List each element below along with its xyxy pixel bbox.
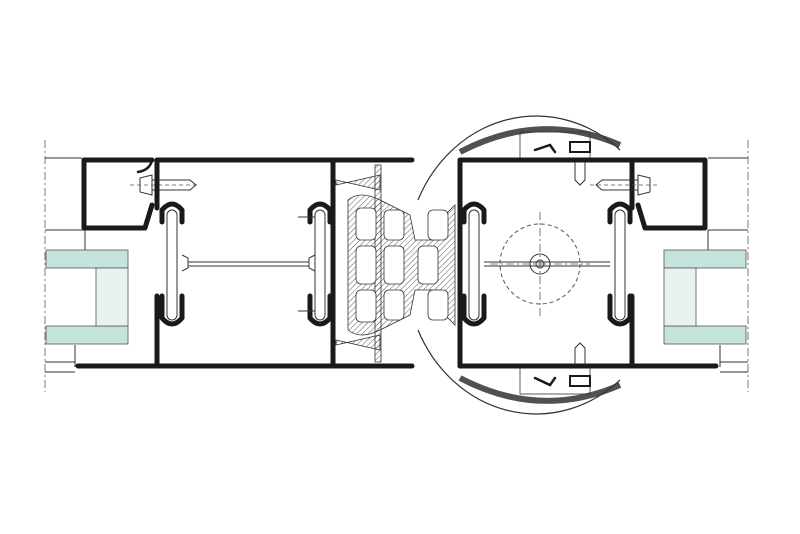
round-cover-profile — [417, 115, 622, 415]
left-clip-pair-outer — [159, 201, 189, 327]
right-clip-pair-outer — [607, 201, 633, 327]
cover-fasteners — [574, 162, 586, 366]
left-glass-unit — [45, 249, 129, 345]
left-clip-pair-inner — [298, 201, 333, 327]
left-connecting-rod — [188, 261, 309, 267]
right-glass-unit — [663, 249, 747, 345]
right-clip-pair-inner — [461, 201, 487, 327]
left-sash-profile — [75, 157, 415, 369]
left-frame-profile — [81, 157, 155, 231]
right-wall-lines — [707, 157, 748, 373]
hinge-pivot — [490, 212, 590, 316]
right-connecting-rod — [484, 261, 610, 267]
left-frame-hook — [136, 158, 154, 174]
right-screw — [590, 174, 660, 196]
thermal-break-insert — [335, 164, 456, 363]
left-wall-lines — [45, 157, 86, 373]
left-screw — [130, 174, 200, 196]
